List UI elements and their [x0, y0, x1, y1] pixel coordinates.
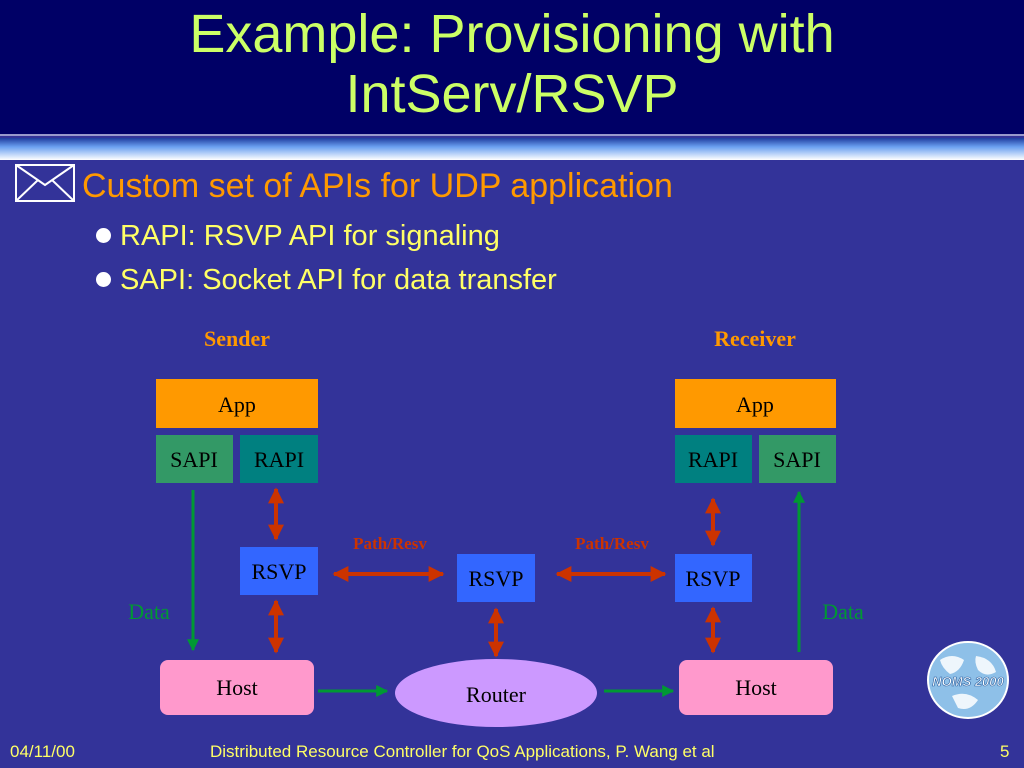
receiver-app-label: App: [736, 392, 774, 417]
footer-page-number: 5: [1000, 742, 1010, 761]
receiver-rsvp-box: [675, 554, 752, 602]
footer-date: 04/11/00: [10, 742, 75, 761]
router-rsvp-box: [457, 554, 535, 602]
data-label-receiver: Data: [822, 599, 864, 624]
sender-label: Sender: [204, 326, 270, 351]
sender-rapi-label: RAPI: [254, 447, 304, 472]
sender-rsvp-box: [240, 547, 318, 595]
sub-bullet-text: SAPI: Socket API for data transfer: [120, 264, 557, 296]
sender-rsvp-label: RSVP: [251, 559, 306, 584]
logo-text: NOMS 2000: [932, 674, 1004, 689]
slide-title: Example: Provisioning with IntServ/RSVP: [0, 4, 1024, 124]
router-node: [395, 659, 597, 727]
sub-bullet-text: RAPI: RSVP API for signaling: [120, 220, 500, 252]
sender-app-box: [156, 379, 318, 428]
router-label: Router: [466, 682, 527, 707]
receiver-rsvp-label: RSVP: [685, 566, 740, 591]
data-label-sender: Data: [128, 599, 170, 624]
sender-host-box: [160, 660, 314, 715]
slide-title-line2: IntServ/RSVP: [345, 64, 679, 124]
receiver-app-box: [675, 379, 836, 428]
header-gradient-bar: [0, 138, 1024, 160]
slide-title-line1: Example: Provisioning with: [189, 4, 835, 64]
globe-logo-icon: NOMS 2000: [927, 641, 1009, 719]
receiver-sapi-box: [759, 435, 836, 483]
sender-sapi-box: [156, 435, 233, 483]
sender-sapi-label: SAPI: [170, 447, 218, 472]
router-rsvp-label: RSVP: [468, 566, 523, 591]
footer-text: Distributed Resource Controller for QoS …: [210, 742, 715, 761]
sub-bullet-rapi: RAPI: RSVP API for signaling: [96, 219, 500, 253]
receiver-label: Receiver: [714, 326, 796, 351]
receiver-rapi-box: [675, 435, 752, 483]
path-resv-label-right: Path/Resv: [575, 534, 649, 553]
bullet-dot-icon: [96, 228, 111, 243]
sender-rapi-box: [240, 435, 318, 483]
slide-header: Example: Provisioning with IntServ/RSVP: [0, 0, 1024, 136]
path-resv-label-left: Path/Resv: [353, 534, 427, 553]
receiver-sapi-label: SAPI: [773, 447, 821, 472]
sender-host-label: Host: [216, 675, 258, 700]
receiver-rapi-label: RAPI: [688, 447, 738, 472]
envelope-bullet-icon: [15, 164, 75, 202]
bullet-dot-icon: [96, 272, 111, 287]
receiver-host-box: [679, 660, 833, 715]
receiver-host-label: Host: [735, 675, 777, 700]
main-bullet-text: Custom set of APIs for UDP application: [82, 167, 673, 205]
sender-app-label: App: [218, 392, 256, 417]
sub-bullet-sapi: SAPI: Socket API for data transfer: [96, 263, 557, 297]
